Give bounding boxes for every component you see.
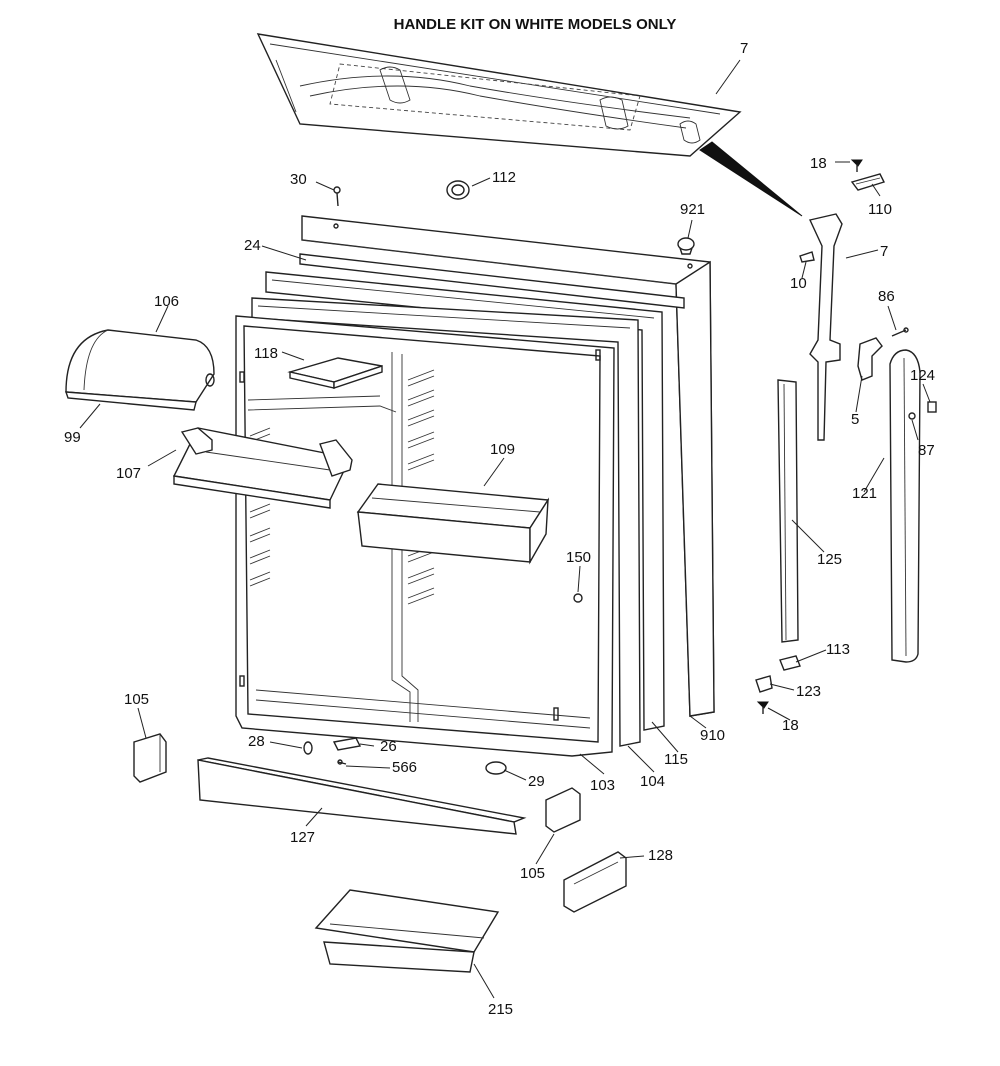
- callout-215: 215: [488, 1001, 513, 1018]
- clip-124[interactable]: [927, 401, 937, 413]
- callout-105-left: 105: [124, 691, 149, 708]
- callout-112: 112: [492, 169, 516, 186]
- callout-106: 106: [154, 293, 179, 310]
- callout-124: 124: [910, 367, 935, 384]
- callout-99: 99: [64, 429, 81, 446]
- screw-18-bottom[interactable]: [756, 701, 769, 714]
- handle-bracket-7[interactable]: [809, 213, 843, 441]
- callout-87: 87: [918, 442, 935, 459]
- callout-109: 109: [490, 441, 515, 458]
- vertical-strip-125[interactable]: [777, 379, 799, 643]
- callout-150: 150: [566, 549, 591, 566]
- handle-kit-part[interactable]: [256, 33, 742, 157]
- callout-921: 921: [680, 201, 705, 218]
- callout-86: 86: [878, 288, 895, 305]
- callout-910: 910: [700, 727, 725, 744]
- bottom-bin-215[interactable]: [314, 889, 500, 973]
- leader-lines: [79, 59, 931, 999]
- callout-110: 110: [868, 201, 892, 218]
- door-gasket-top[interactable]: [299, 253, 685, 309]
- diagram-title: HANDLE KIT ON WHITE MODELS ONLY: [393, 16, 677, 33]
- door-shelf-107[interactable]: [172, 427, 353, 509]
- callout-18-bottom: 18: [782, 717, 799, 734]
- handle-trim-128[interactable]: [563, 851, 627, 913]
- callout-566: 566: [392, 759, 417, 776]
- callout-26: 26: [380, 738, 397, 755]
- callout-115: 115: [664, 751, 688, 768]
- end-cap-105-right[interactable]: [545, 787, 581, 833]
- plate-26[interactable]: [332, 737, 362, 751]
- screw-87[interactable]: [908, 412, 916, 420]
- bottom-rail-127[interactable]: [197, 757, 527, 835]
- screw-18-top[interactable]: [850, 159, 863, 172]
- door-bin-109[interactable]: [356, 483, 550, 565]
- direction-arrow: [699, 141, 803, 217]
- clip-10[interactable]: [799, 251, 815, 263]
- callout-7-bracket: 7: [880, 243, 888, 260]
- screw-30[interactable]: [333, 186, 341, 207]
- callout-28: 28: [248, 733, 265, 750]
- callout-103: 103: [590, 777, 615, 794]
- bracket-123[interactable]: [755, 675, 773, 693]
- callout-125: 125: [817, 551, 842, 568]
- butter-compartment[interactable]: [287, 357, 383, 389]
- callout-113: 113: [826, 641, 850, 658]
- dairy-hinge-99[interactable]: [65, 391, 197, 411]
- callout-127: 127: [290, 829, 315, 846]
- callout-labels: 7 18 110 7 10 86 124 5 87 121 125 113 12…: [64, 40, 935, 1018]
- dairy-cover-106[interactable]: [65, 329, 215, 403]
- cap-29[interactable]: [485, 761, 507, 775]
- screw-28[interactable]: [303, 741, 313, 755]
- callout-107: 107: [116, 465, 141, 482]
- callout-121: 121: [852, 485, 877, 502]
- callout-24: 24: [244, 237, 261, 254]
- callout-10: 10: [790, 275, 807, 292]
- bumper-113[interactable]: [779, 655, 801, 671]
- callout-104: 104: [640, 773, 665, 790]
- callout-30: 30: [290, 171, 307, 188]
- screw-150[interactable]: [573, 593, 583, 603]
- button-112[interactable]: [446, 180, 470, 200]
- screw-566[interactable]: [337, 759, 347, 765]
- hinge-5[interactable]: [857, 337, 883, 381]
- outer-door-panel[interactable]: [301, 215, 715, 717]
- callout-128: 128: [648, 847, 673, 864]
- screw-86[interactable]: [891, 327, 909, 337]
- callout-7-handle-kit: 7: [740, 40, 748, 57]
- clip-110[interactable]: [850, 173, 885, 191]
- callout-118: 118: [254, 345, 278, 362]
- callout-105-right: 105: [520, 865, 545, 882]
- callout-18-top: 18: [810, 155, 827, 172]
- plug-921[interactable]: [677, 237, 695, 255]
- callout-123: 123: [796, 683, 821, 700]
- callout-29: 29: [528, 773, 545, 790]
- callout-5: 5: [851, 411, 859, 428]
- handle-121[interactable]: [889, 349, 921, 663]
- door-liner-115[interactable]: [265, 271, 665, 731]
- end-cap-105-left[interactable]: [133, 733, 167, 783]
